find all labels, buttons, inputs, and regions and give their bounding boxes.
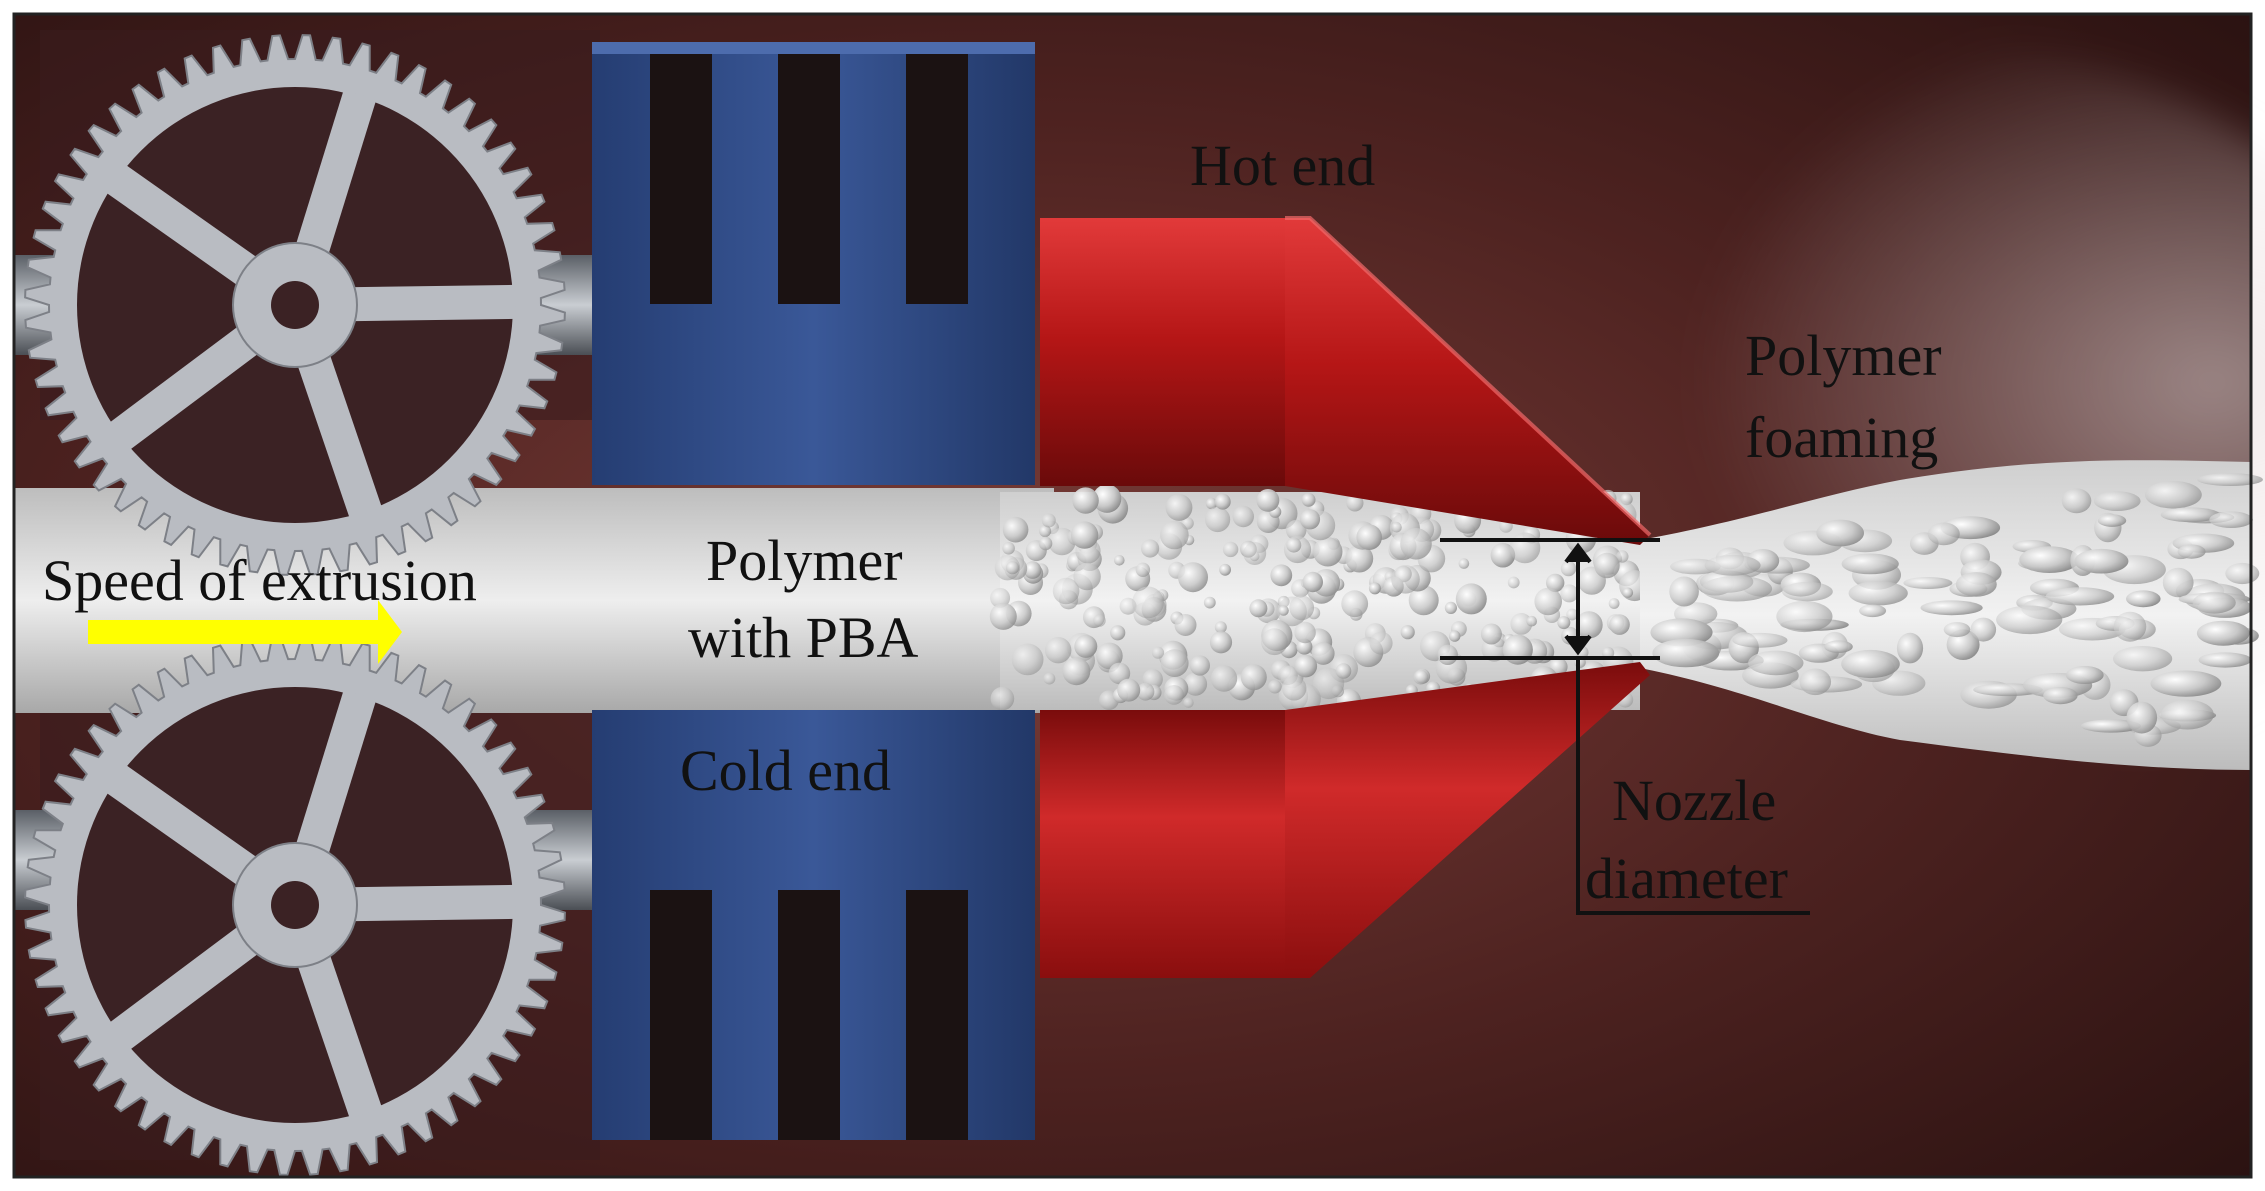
label-polymer-foaming-line1: Polymer: [1745, 323, 1942, 388]
label-nozzle-diameter-line2: diameter: [1585, 846, 1788, 911]
label-cold-end: Cold end: [680, 738, 891, 803]
hot-end-bottom: [1040, 662, 1650, 978]
label-polymer-pba-line2: with PBA: [688, 605, 919, 670]
hot-end-top: [1040, 216, 1652, 545]
gear-icon: [24, 634, 566, 1176]
frame-border: [12, 12, 2253, 1179]
bubbles-outside: [1650, 473, 2263, 747]
label-polymer-pba-line1: Polymer: [706, 528, 903, 593]
label-nozzle-diameter-line1: Nozzle: [1612, 768, 1776, 833]
heatsink-top: [592, 42, 1035, 485]
gear-icon: [24, 34, 566, 576]
nozzle-diameter-marker: [1440, 538, 1810, 915]
heatsink-bottom: [592, 710, 1035, 1140]
arrow-right-icon: [88, 600, 402, 664]
label-speed-of-extrusion: Speed of extrusion: [42, 548, 477, 613]
label-polymer-foaming-line2: foaming: [1745, 405, 1938, 470]
label-hot-end: Hot end: [1190, 133, 1375, 198]
bubbles-inside: [989, 484, 1651, 714]
